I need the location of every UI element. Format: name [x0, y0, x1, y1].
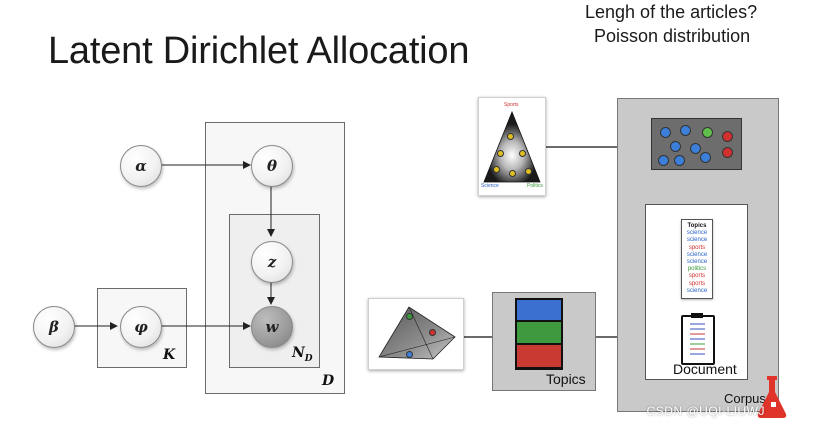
simplex-dot [507, 133, 514, 140]
node-alpha: α [120, 145, 162, 187]
topics-list-item: science [686, 259, 708, 266]
simplex-dot [519, 150, 526, 157]
plate-topics [97, 288, 187, 368]
watermark: CSDN @UQI-LIUWJ [646, 404, 765, 418]
document-dots-box [651, 118, 742, 170]
sports-dot [722, 147, 733, 158]
node-beta: β [33, 306, 75, 348]
topics-list-item: sports [688, 244, 706, 251]
topic-block-sports [517, 345, 561, 367]
simplex-dot [406, 351, 413, 358]
topics-list-item: science [686, 251, 708, 258]
plate-documents [205, 122, 345, 394]
sports-dot [722, 131, 733, 142]
science-dot [674, 155, 685, 166]
flask-logo-icon [752, 372, 792, 422]
plate-words [229, 214, 320, 368]
science-dot [680, 125, 691, 136]
topics-list-item: sports [688, 280, 706, 287]
topics-list-item: sports [688, 273, 706, 280]
science-dot [660, 127, 671, 138]
word-simplex-thumbnail [368, 298, 464, 370]
node-theta: θ [251, 145, 293, 187]
corpus-label: Corpus [724, 391, 766, 406]
topics-label: Topics [546, 371, 586, 387]
simplex-dot [406, 313, 413, 320]
corner-label-politics: Politics [527, 183, 543, 189]
topic-block-politics [517, 322, 561, 343]
topics-matrix [515, 298, 563, 370]
topics-list-item: science [686, 230, 708, 237]
clip-icon [691, 313, 703, 318]
document-label: Document [673, 361, 737, 377]
simplex-dot [429, 329, 436, 336]
node-w: w [251, 306, 293, 348]
politics-dot [702, 127, 713, 138]
plate-label-k: K [163, 347, 176, 363]
simplex-dot [493, 166, 500, 173]
topics-list-item: science [686, 287, 708, 294]
science-dot [690, 143, 701, 154]
science-dot [700, 152, 711, 163]
page-title: Latent Dirichlet Allocation [48, 30, 470, 72]
science-dot [670, 141, 681, 152]
simplex-dot [509, 170, 516, 177]
corner-label-science: Science [481, 183, 499, 189]
note-line-2: Poisson distribution [594, 26, 751, 46]
topic-block-science [517, 300, 561, 320]
simplex-dot [525, 168, 532, 175]
topics-list-item: science [686, 237, 708, 244]
plate-label-d: D [322, 373, 335, 389]
simplex-dot [497, 150, 504, 157]
science-dot [658, 155, 669, 166]
node-z: z [251, 241, 293, 283]
plate-label-n: ND [292, 345, 313, 364]
topic-simplex-thumbnail: Sports Science Politics [478, 97, 546, 196]
node-phi: φ [120, 306, 162, 348]
topics-list-item: politics [687, 266, 707, 273]
topics-list-header: Topics [687, 223, 707, 229]
note-line-1: Lengh of the articles? [585, 2, 758, 22]
corner-label-sports: Sports [504, 102, 519, 108]
document-icon [681, 313, 715, 365]
